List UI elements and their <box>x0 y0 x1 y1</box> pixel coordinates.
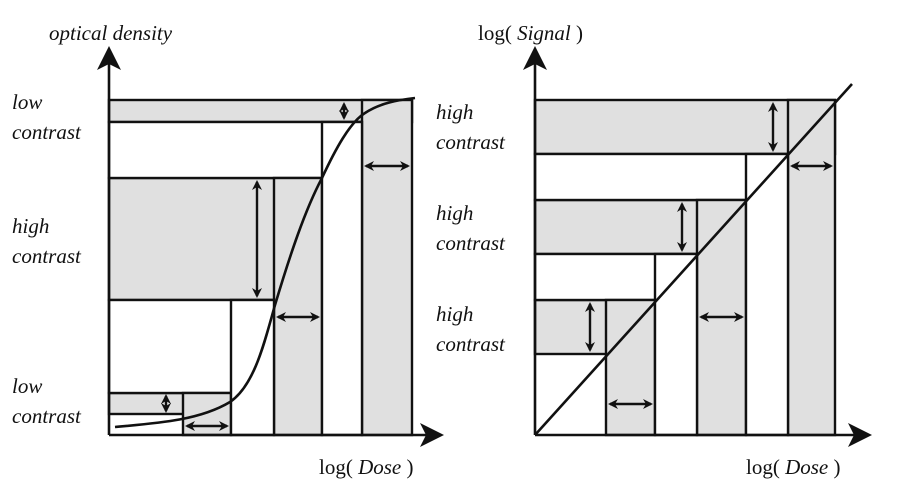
left-bot-label-1: low <box>12 374 42 398</box>
left-col-white1 <box>320 120 364 437</box>
right-x-axis-label: log( Dose ) <box>746 455 841 479</box>
right-col-white2 <box>653 252 699 437</box>
left-top-label-1: low <box>12 90 42 114</box>
left-top-label-2: contrast <box>12 120 82 144</box>
right-top-label-1: high <box>436 100 473 124</box>
left-panel: optical density log( Dose ) low contrast… <box>12 21 444 479</box>
right-col-left <box>604 298 657 437</box>
right-col-right <box>786 98 837 437</box>
left-x-axis-label: log( Dose ) <box>319 455 414 479</box>
right-col-white1 <box>744 152 790 437</box>
right-linear-response-line <box>534 83 853 436</box>
right-mid-label-1: high <box>436 201 473 225</box>
right-panel: log( Signal ) log( Dose ) high contrast … <box>436 21 872 479</box>
left-bot-label-2: contrast <box>12 404 82 428</box>
right-top-band <box>533 98 837 156</box>
right-top-label-2: contrast <box>436 130 506 154</box>
left-col-right <box>360 98 414 437</box>
left-col-white2 <box>229 298 276 437</box>
left-characteristic-curve <box>114 96 416 429</box>
left-col-mid <box>272 176 324 437</box>
right-bot-label-2: contrast <box>436 332 506 356</box>
right-mid-label-2: contrast <box>436 231 506 255</box>
left-mid-label-1: high <box>12 214 49 238</box>
right-y-axis-label: log( Signal ) <box>478 21 583 45</box>
left-y-axis-label: optical density <box>49 21 173 45</box>
right-bot-label-1: high <box>436 302 473 326</box>
left-col-left <box>181 391 233 437</box>
left-mid-label-2: contrast <box>12 244 82 268</box>
